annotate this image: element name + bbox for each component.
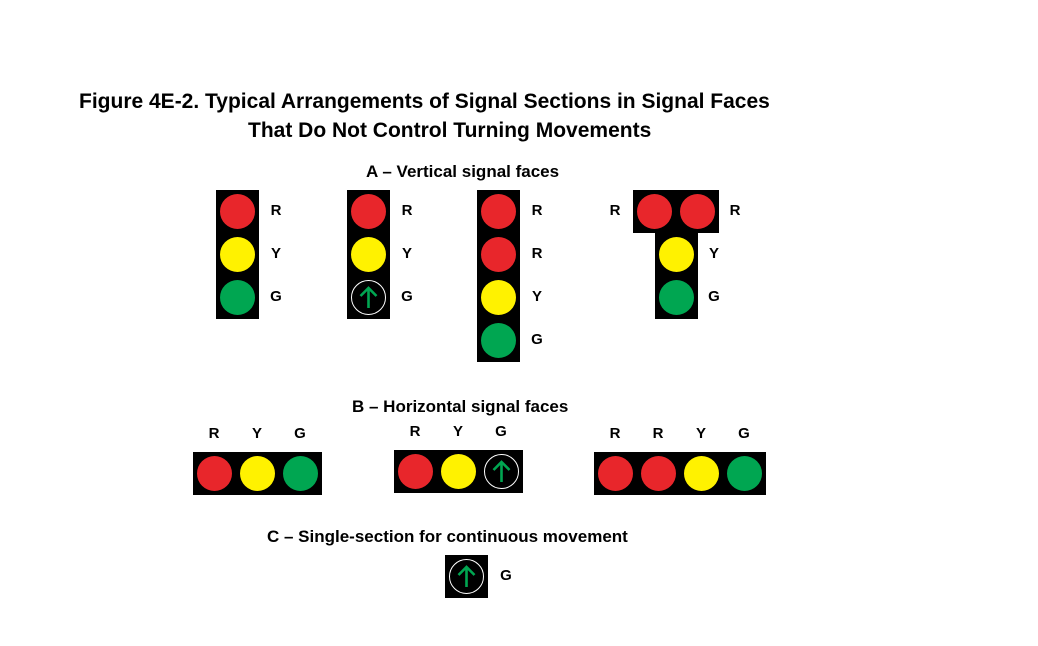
- green-lamp: [481, 323, 516, 358]
- lamp-label: G: [495, 423, 507, 440]
- lamp-label: R: [531, 202, 543, 219]
- yellow-lamp: [659, 237, 694, 272]
- signal-section: [477, 233, 520, 276]
- lamp-label: R: [409, 423, 421, 440]
- lamp-label: R: [729, 202, 741, 219]
- lamp-label: Y: [452, 423, 463, 440]
- signal-section: [216, 233, 259, 276]
- red-lamp: [641, 456, 676, 491]
- signal-section: [723, 452, 766, 495]
- yellow-lamp: [684, 456, 719, 491]
- lamp-label: G: [500, 567, 512, 584]
- lamp-label: R: [208, 425, 220, 442]
- red-lamp: [197, 456, 232, 491]
- signal-section: [279, 452, 322, 495]
- green-lamp: [220, 280, 255, 315]
- section-b-title: B – Horizontal signal faces: [352, 397, 569, 416]
- signal-section: [655, 233, 698, 276]
- red-lamp: [481, 194, 516, 229]
- lamp-label: R: [531, 245, 543, 262]
- lamp-label: Y: [270, 245, 281, 262]
- red-lamp: [398, 454, 433, 489]
- lamp-label: G: [294, 425, 306, 442]
- green-lamp: [283, 456, 318, 491]
- lamp-label: G: [401, 288, 413, 305]
- lamp-label: R: [270, 202, 282, 219]
- lamp-label: R: [609, 202, 621, 219]
- yellow-lamp: [481, 280, 516, 315]
- up-arrow-icon: [457, 565, 476, 587]
- lamp-label: R: [609, 425, 621, 442]
- signal-section: [236, 452, 279, 495]
- signal-section: [477, 190, 520, 233]
- signal-section: [633, 190, 676, 233]
- figure-title-line-1: Figure 4E-2. Typical Arrangements of Sig…: [79, 90, 770, 113]
- lamp-label: Y: [531, 288, 542, 305]
- signal-section: [216, 190, 259, 233]
- lamp-label: G: [708, 288, 720, 305]
- signal-section: [680, 452, 723, 495]
- red-lamp: [598, 456, 633, 491]
- green-lamp: [727, 456, 762, 491]
- lamp-label: Y: [708, 245, 719, 262]
- red-lamp: [351, 194, 386, 229]
- lamp-label: Y: [401, 245, 412, 262]
- section-c-title: C – Single-section for continuous moveme…: [267, 527, 628, 546]
- signal-section: [216, 276, 259, 319]
- signal-section: [676, 190, 719, 233]
- lamp-label: G: [531, 331, 543, 348]
- red-lamp: [220, 194, 255, 229]
- lamp-label: R: [652, 425, 664, 442]
- signal-section: [437, 450, 480, 493]
- lamp-label: G: [270, 288, 282, 305]
- lamp-label: R: [401, 202, 413, 219]
- signal-section: [193, 452, 236, 495]
- signal-section: [394, 450, 437, 493]
- signal-section: [445, 555, 488, 598]
- green-arrow-lamp: [449, 559, 484, 594]
- signal-section: [347, 233, 390, 276]
- signal-section: [347, 276, 390, 319]
- up-arrow-icon: [359, 286, 378, 308]
- signal-section: [594, 452, 637, 495]
- lamp-label: G: [738, 425, 750, 442]
- red-lamp: [680, 194, 715, 229]
- green-lamp: [659, 280, 694, 315]
- signal-section: [637, 452, 680, 495]
- yellow-lamp: [220, 237, 255, 272]
- red-lamp: [481, 237, 516, 272]
- lamp-label: Y: [695, 425, 706, 442]
- yellow-lamp: [441, 454, 476, 489]
- yellow-lamp: [351, 237, 386, 272]
- signal-section: [655, 276, 698, 319]
- signal-section: [477, 319, 520, 362]
- up-arrow-icon: [492, 460, 511, 482]
- signal-section: [477, 276, 520, 319]
- yellow-lamp: [240, 456, 275, 491]
- red-lamp: [637, 194, 672, 229]
- signal-section: [480, 450, 523, 493]
- section-a-title: A – Vertical signal faces: [366, 162, 560, 181]
- figure-title-line-2: That Do Not Control Turning Movements: [248, 119, 652, 142]
- signal-section: [347, 190, 390, 233]
- lamp-label: Y: [251, 425, 262, 442]
